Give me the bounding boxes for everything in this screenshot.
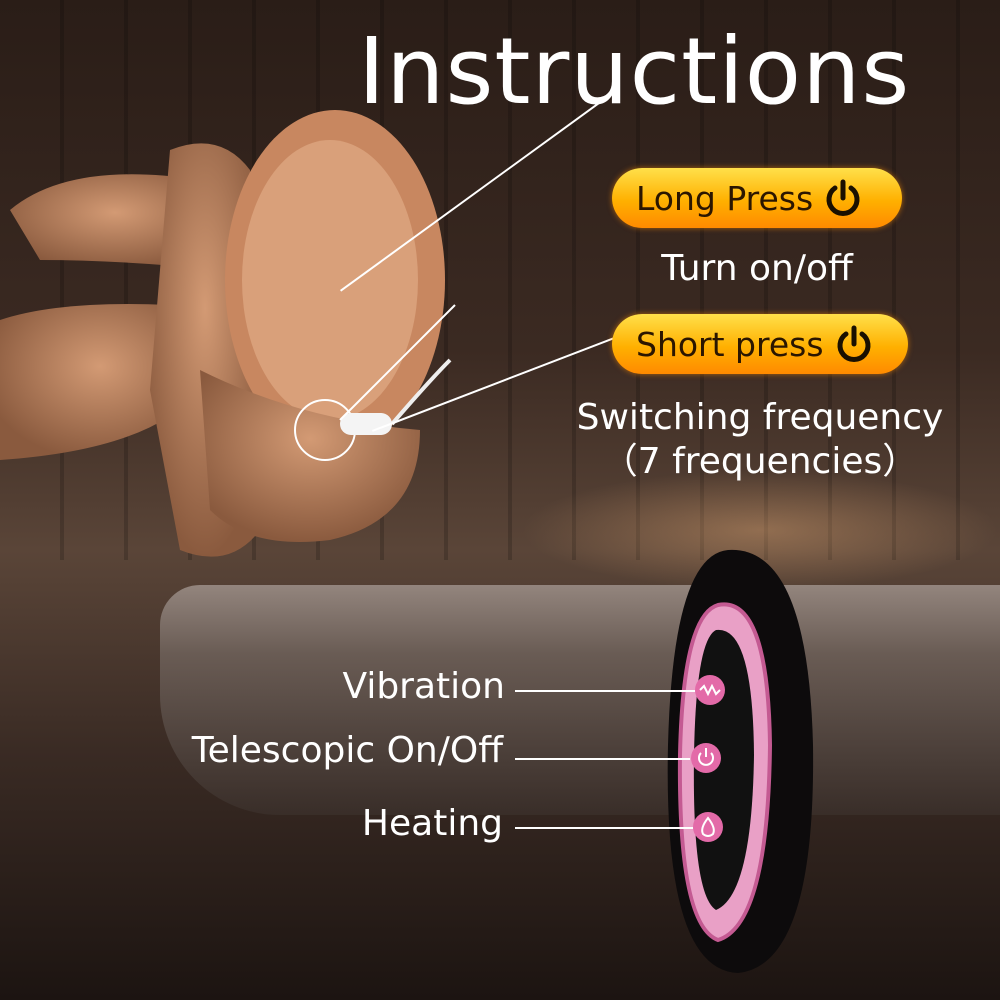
short-press-label: Short press (636, 324, 824, 364)
pointer-line-telescopic (515, 758, 690, 760)
pointer-line-vibration (515, 690, 695, 692)
long-press-label: Long Press (636, 178, 814, 218)
telescopic-button (691, 743, 721, 773)
product-image (0, 110, 456, 557)
power-icon (826, 179, 860, 216)
vibration-button (695, 675, 725, 705)
charging-plug (340, 413, 392, 435)
pointer-line-heating (515, 827, 693, 829)
long-press-description: Turn on/off (661, 248, 853, 289)
vibration-label: Vibration (342, 666, 505, 707)
heating-label: Heating (361, 803, 503, 844)
telescopic-label: Telescopic On/Off (191, 730, 503, 771)
power-icon (837, 325, 870, 362)
short-press-badge: Short press (612, 314, 908, 374)
background-bathtub (160, 585, 1000, 815)
heating-button (693, 812, 723, 842)
short-press-description-line2: （7 frequencies） (601, 441, 919, 482)
remote-control (667, 549, 814, 973)
long-press-badge: Long Press (612, 168, 902, 228)
page-title: Instructions (358, 18, 911, 125)
short-press-description-line1: Switching frequency (576, 397, 944, 438)
short-press-description: Switching frequency （7 frequencies） (560, 396, 960, 484)
